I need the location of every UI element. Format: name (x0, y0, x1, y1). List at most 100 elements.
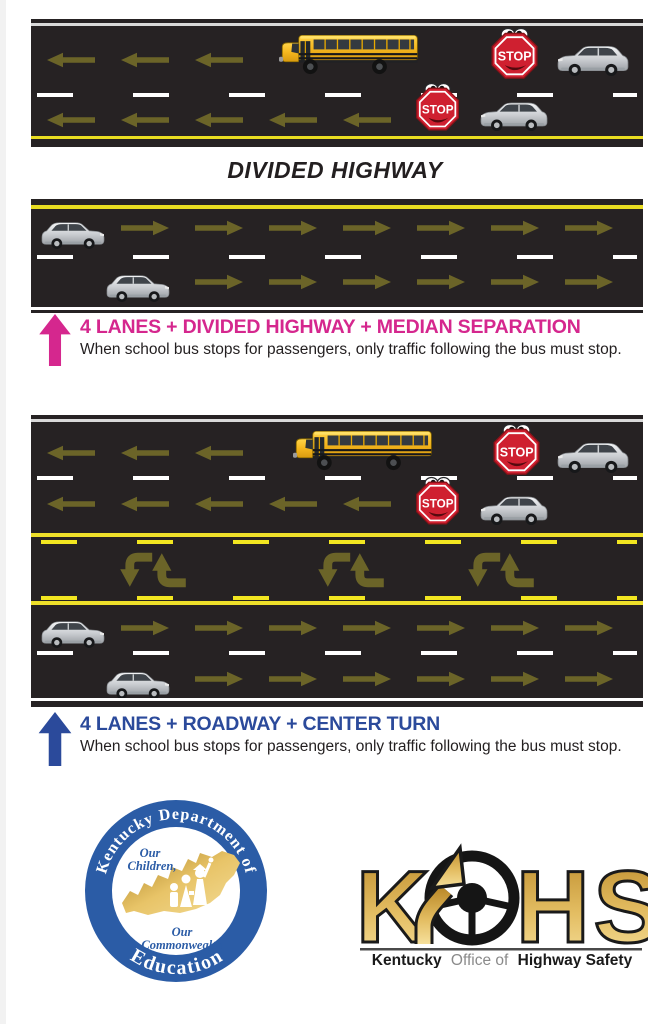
lane-arrow-right-icon (415, 620, 467, 636)
lane-eastbound-2 (193, 671, 615, 687)
lane-arrow-right-icon (267, 220, 319, 236)
lane-westbound-2 (45, 496, 393, 512)
lane-arrow-left-icon (193, 112, 245, 128)
lane-arrow-left-icon (267, 496, 319, 512)
lane-arrow-left-icon (193, 496, 245, 512)
lane-arrow-right-icon (415, 274, 467, 290)
lane-arrow-left-icon (119, 112, 171, 128)
lane-divider-dashes (37, 651, 637, 655)
lane-divider-dashes (37, 476, 637, 480)
lane-arrow-right-icon (489, 220, 541, 236)
lane-arrow-right-icon (563, 671, 615, 687)
suv-icon (478, 492, 550, 525)
lane-arrow-right-icon (341, 620, 393, 636)
suv-icon (555, 438, 631, 473)
suv-icon (555, 41, 631, 76)
kohs-letter-k: K (356, 850, 430, 964)
school-bus-icon (293, 428, 433, 471)
lane-arrow-left-icon (119, 445, 171, 461)
school-bus-icon (279, 32, 419, 75)
suv-icon (104, 668, 172, 699)
lane-arrow-left-icon (119, 496, 171, 512)
seal-motto-commonwealth: Commonwealth (141, 938, 222, 952)
lane-arrow-right-icon (489, 274, 541, 290)
lane-arrow-left-icon (193, 445, 245, 461)
lane-arrow-left-icon (341, 112, 393, 128)
kohs-tagline-kentucky: Kentucky (372, 952, 442, 968)
svg-text:Kentucky Office of: Kentucky Office of Highway Safety (372, 952, 633, 968)
lane-divider-dashes (37, 255, 637, 259)
lane-eastbound-2 (193, 274, 615, 290)
suv-icon (478, 98, 550, 131)
kentucky-state-shape (122, 851, 240, 915)
lane-arrow-right-icon (119, 620, 171, 636)
lane-arrow-right-icon (563, 220, 615, 236)
lane-arrow-right-icon (193, 274, 245, 290)
center-turn-arrows-icon (449, 549, 545, 591)
lane-arrow-right-icon (415, 220, 467, 236)
lane-arrow-left-icon (45, 496, 97, 512)
yellow-center-line (31, 205, 643, 209)
center-turn-arrows-icon (101, 549, 197, 591)
road-edge-line (31, 23, 643, 26)
kohs-tagline-highway-safety: Highway Safety (518, 952, 633, 968)
lane-arrow-right-icon (341, 671, 393, 687)
lane-arrow-right-icon (267, 671, 319, 687)
suv-icon (104, 271, 172, 302)
lane-arrow-right-icon (489, 671, 541, 687)
lane-westbound-2 (45, 112, 393, 128)
lane-arrow-right-icon (415, 671, 467, 687)
road-divided-upper-carriageway (31, 19, 643, 147)
divided-highway-label: DIVIDED HIGHWAY (227, 157, 443, 183)
lane-arrow-right-icon (341, 274, 393, 290)
seal-motto-our: Our (140, 846, 161, 860)
seal-motto-children: Children, (128, 859, 177, 873)
lane-westbound-1 (45, 52, 245, 68)
stop-sign-icon (412, 476, 464, 525)
lane-arrow-left-icon (193, 52, 245, 68)
kde-seal-logo: Kentucky Department of Education Our Chi… (85, 800, 267, 982)
suv-icon (39, 617, 107, 648)
road-divided-lower-carriageway (31, 199, 643, 313)
blue-up-arrow-icon (38, 712, 72, 766)
yellow-solid-line (31, 533, 643, 537)
lane-arrow-right-icon (193, 220, 245, 236)
kohs-tagline-office-of: Office of (451, 952, 509, 968)
road-center-turn (31, 415, 643, 707)
stop-sign-icon (412, 82, 464, 131)
yellow-solid-line (31, 601, 643, 605)
road-edge-line (31, 419, 643, 422)
stop-sign-icon (487, 27, 543, 79)
road-edge-line (31, 698, 643, 701)
lane-arrow-left-icon (267, 112, 319, 128)
children-silhouettes (170, 857, 214, 907)
yellow-center-line (31, 136, 643, 139)
lane-arrow-right-icon (563, 274, 615, 290)
road-edge-line (31, 307, 643, 310)
lane-arrow-right-icon (119, 220, 171, 236)
kohs-arrow-icon (414, 843, 466, 944)
center-turn-caption: When school bus stops for passengers, on… (80, 738, 622, 755)
lane-arrow-left-icon (45, 445, 97, 461)
lane-eastbound-1 (119, 620, 615, 636)
lane-eastbound-1 (119, 220, 615, 236)
yellow-dash-line (41, 540, 637, 544)
lane-arrow-right-icon (563, 620, 615, 636)
lane-arrow-right-icon (267, 620, 319, 636)
center-turn-arrows-icon (299, 549, 395, 591)
stop-sign-icon (489, 423, 545, 475)
lane-arrow-left-icon (45, 112, 97, 128)
page-edge (0, 0, 6, 1024)
kohs-letters-hs: HS (516, 850, 648, 964)
magenta-up-arrow-icon (38, 314, 72, 366)
lane-westbound-1 (45, 445, 245, 461)
lane-arrow-right-icon (193, 671, 245, 687)
lane-arrow-right-icon (267, 274, 319, 290)
lane-arrow-right-icon (489, 620, 541, 636)
center-turn-heading: 4 LANES + ROADWAY + CENTER TURN (80, 713, 441, 735)
lane-arrow-left-icon (45, 52, 97, 68)
suv-icon (39, 218, 107, 249)
kohs-underline (360, 948, 642, 951)
kohs-logo: K HS Kentucky Office of Highway Safety (356, 843, 648, 968)
